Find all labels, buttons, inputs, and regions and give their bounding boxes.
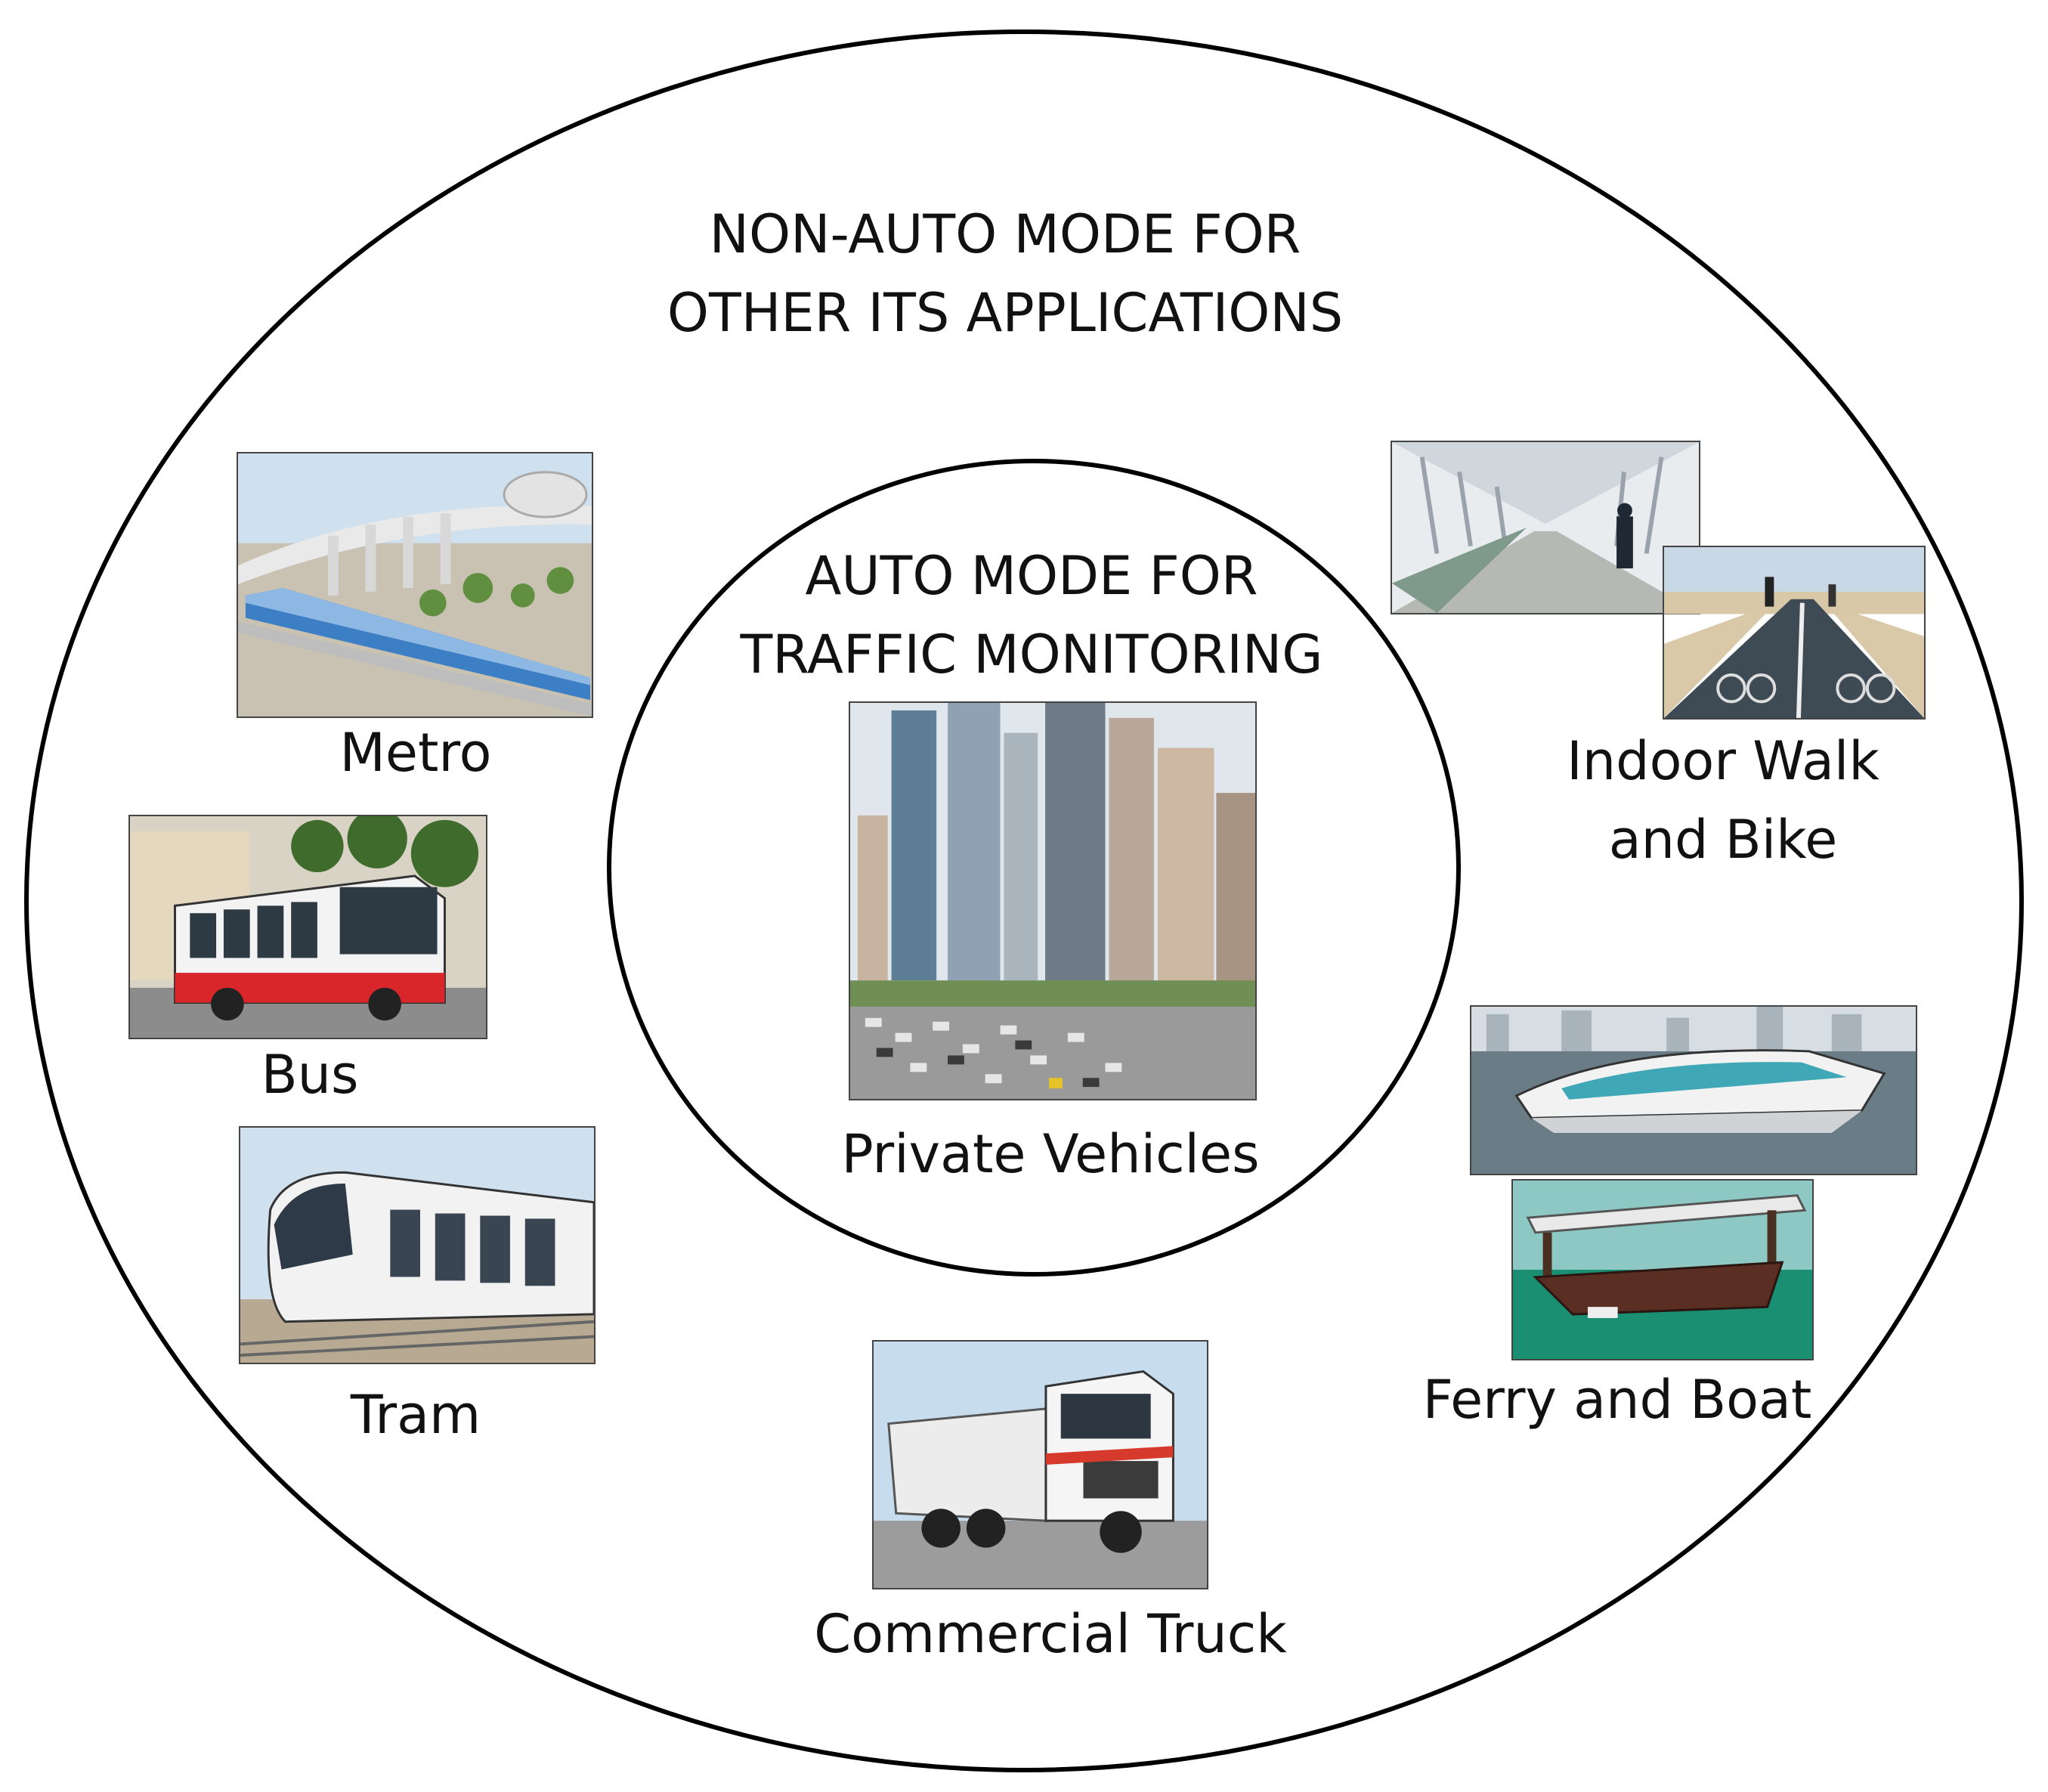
- private-vehicles-photo: [849, 701, 1257, 1100]
- tram-label: Tram: [350, 1384, 481, 1446]
- tram-photo: [239, 1126, 596, 1364]
- outer-ellipse: [24, 29, 2024, 1772]
- bus-label: Bus: [261, 1044, 359, 1106]
- outer-title: NON-AUTO MODE FOR OTHER ITS APPLICATIONS: [667, 203, 1344, 344]
- ferry-photo: [1470, 1005, 1917, 1175]
- ferry-boat-label: Ferry and Boat: [1422, 1369, 1812, 1431]
- private-vehicles-label: Private Vehicles: [841, 1123, 1260, 1185]
- bus-photo: [128, 815, 487, 1039]
- truck-photo: [872, 1340, 1208, 1589]
- metro-label: Metro: [339, 722, 492, 784]
- inner-title: AUTO MODE FOR TRAFFIC MONITORING: [740, 545, 1323, 686]
- metro-photo: [237, 452, 593, 718]
- indoor-walk-photo: [1391, 441, 1700, 614]
- inner-ellipse: [607, 459, 1461, 1277]
- walk-bike-label: Indoor Walk and Bike: [1567, 730, 1879, 871]
- truck-label: Commercial Truck: [814, 1603, 1287, 1665]
- boat-photo: [1511, 1179, 1814, 1360]
- bike-path-photo: [1663, 546, 1926, 720]
